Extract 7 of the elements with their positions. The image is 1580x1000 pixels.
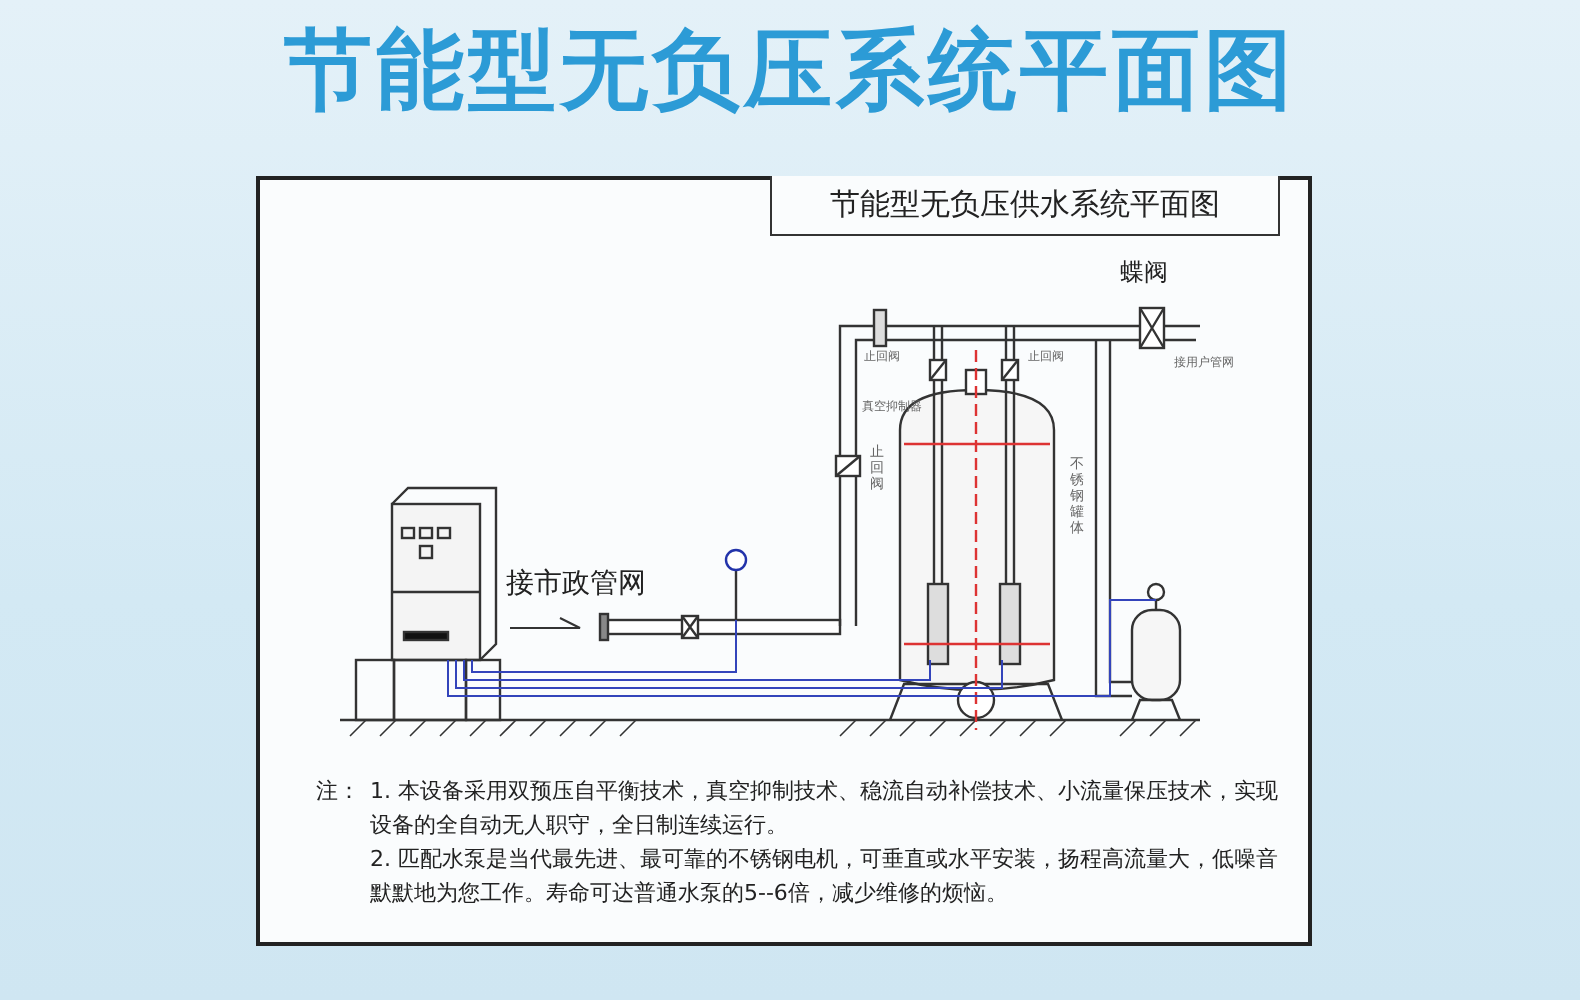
- note-text: 2. 匹配水泵是当代最先进、最可靠的不锈钢电机，可垂直或水平安装，扬程高流量大，低噪音默默地为您工作。寿命可达普通水泵的5--6倍，减少维修的烦恼。: [370, 844, 1280, 910]
- drawing-heading: 节能型无负压供水系统平面图: [770, 176, 1280, 236]
- note-text: 1. 本设备采用双预压自平衡技术，真空抑制技术、稳流自动补偿技术、小流量保压技术，实现设备的全自动无人职守，全日制连续运行。: [370, 776, 1280, 842]
- pipe-label: 接市政管网: [506, 566, 646, 602]
- valve-label: 蝶阀: [1120, 256, 1168, 290]
- page-title: 节能型无负压系统平面图: [282, 18, 1298, 126]
- note-label: 注：: [316, 776, 362, 808]
